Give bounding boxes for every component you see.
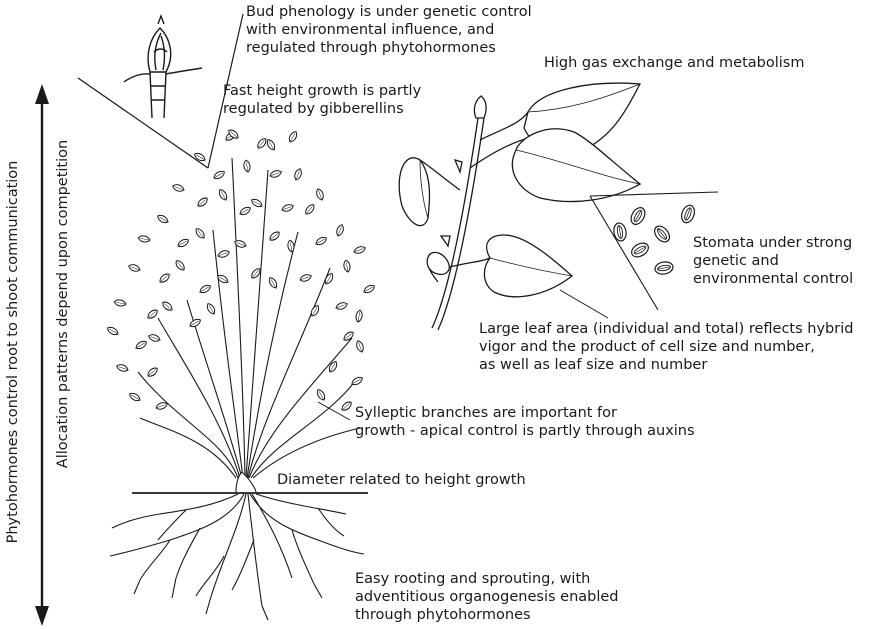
diameter-line-1: Diameter related to height growth <box>277 471 526 489</box>
leaf-area-label: Large leaf area (individual and total) r… <box>479 320 853 374</box>
height-growth-line-1: Fast height growth is partly <box>223 82 421 100</box>
gas-exchange-label: High gas exchange and metabolism <box>544 54 804 72</box>
leaf-area-line-2: vigor and the product of cell size and n… <box>479 338 853 356</box>
stomata-icon <box>613 203 697 275</box>
height-growth-line-2: regulated by gibberellins <box>223 100 421 118</box>
leaf-area-line-1: Large leaf area (individual and total) r… <box>479 320 853 338</box>
stomata-line-1: Stomata under strong <box>693 234 853 252</box>
stomata-line-3: environmental control <box>693 270 853 288</box>
rooting-line-3: through phytohormones <box>355 606 619 624</box>
rooting-line-1: Easy rooting and sprouting, with <box>355 570 619 588</box>
bud-phenology-label: Bud phenology is under genetic control w… <box>246 3 532 57</box>
height-growth-label: Fast height growth is partly regulated b… <box>223 82 421 118</box>
leaf-branch-icon <box>399 83 640 330</box>
vertical-label-phytohormones: Phytohormones control root to shoot comm… <box>5 137 21 567</box>
sylleptic-line-1: Sylleptic branches are important for <box>355 404 695 422</box>
leaf-area-line-3: as well as leaf size and number <box>479 356 853 374</box>
leaf-area-callout-line <box>560 290 608 318</box>
double-arrow-icon <box>35 84 49 626</box>
bud-phenology-line-2: with environmental influence, and <box>246 21 532 39</box>
bud-phenology-line-3: regulated through phytohormones <box>246 39 532 57</box>
rooting-label: Easy rooting and sprouting, with adventi… <box>355 570 619 624</box>
diameter-label: Diameter related to height growth <box>277 471 526 489</box>
vertical-label-allocation: Allocation patterns depend upon competit… <box>55 129 71 479</box>
bud-icon <box>124 16 202 118</box>
sylleptic-label: Sylleptic branches are important for gro… <box>355 404 695 440</box>
bud-phenology-line-1: Bud phenology is under genetic control <box>246 3 532 21</box>
rooting-line-2: adventitious organogenesis enabled <box>355 588 619 606</box>
root-system-icon <box>110 494 364 620</box>
sylleptic-line-2: growth - apical control is partly throug… <box>355 422 695 440</box>
stomata-label: Stomata under strong genetic and environ… <box>693 234 853 288</box>
stomata-line-2: genetic and <box>693 252 853 270</box>
gas-exchange-line-1: High gas exchange and metabolism <box>544 54 804 72</box>
shoot-leaves <box>106 128 376 412</box>
